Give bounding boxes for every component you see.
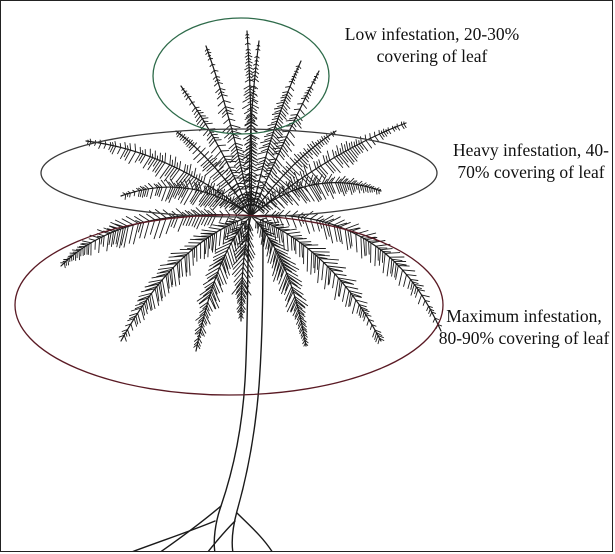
palm-fronds <box>61 31 442 351</box>
low-infestation-zone <box>153 18 329 134</box>
frond-leaflets <box>119 218 242 342</box>
heavy-infestation-label: Heavy infestation, 40-70% covering of le… <box>446 139 613 183</box>
frond-rib <box>251 183 381 216</box>
frond-leaflets <box>260 218 384 343</box>
frond-leaflets <box>253 74 319 208</box>
maximum-infestation-label: Maximum infestation, 80-90% covering of … <box>438 305 610 349</box>
low-infestation-label: Low infestation, 20-30% covering of leaf <box>334 23 530 67</box>
frond-leaflets <box>232 224 255 319</box>
